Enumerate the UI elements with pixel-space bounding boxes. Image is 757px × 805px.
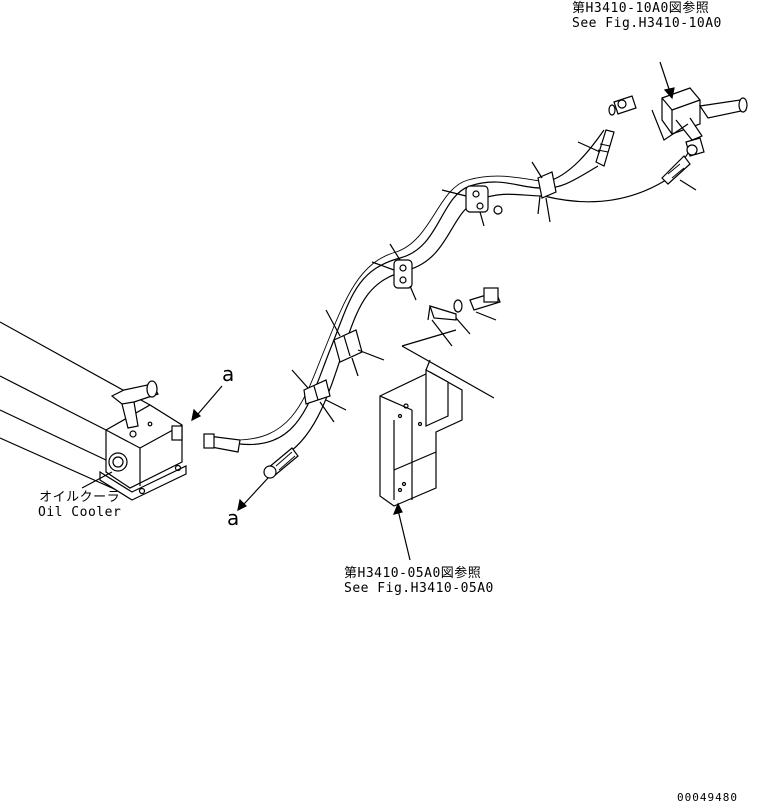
clamp-4 xyxy=(441,185,503,227)
leader-to-plate xyxy=(401,329,457,347)
support-bracket xyxy=(379,359,463,507)
reference-top-en: See Fig.H3410-10A0 xyxy=(572,16,722,31)
hose-fitting-upper xyxy=(203,433,241,453)
bracket-bolt-assembly xyxy=(427,287,501,347)
connection-mark-lower: a xyxy=(227,506,240,530)
hydraulic-lines xyxy=(235,129,691,459)
drawing-code: 00049480 xyxy=(677,791,738,804)
hose-end-right-2 xyxy=(661,155,697,191)
reference-top: 第H3410-10A0図参照 See Fig.H3410-10A0 xyxy=(572,1,722,31)
arrow-a-lower xyxy=(237,477,269,512)
valve-block xyxy=(651,87,748,141)
arrow-top-ref xyxy=(659,61,675,100)
reference-bottom-jp: 第H3410-05A0図参照 xyxy=(344,566,482,581)
clamp-1 xyxy=(291,369,347,423)
elbow-fittings xyxy=(608,95,705,157)
oil-cooler-label: オイルクーラ Oil Cooler xyxy=(38,490,121,520)
connection-mark-upper: a xyxy=(222,362,235,386)
hose-end-right-1 xyxy=(577,129,615,167)
oil-cooler xyxy=(0,321,187,501)
oil-cooler-label-jp: オイルクーラ xyxy=(39,490,121,505)
oil-cooler-label-en: Oil Cooler xyxy=(38,505,122,520)
arrow-a-upper xyxy=(191,385,223,422)
clamp-3 xyxy=(371,243,417,301)
clamp-2 xyxy=(325,309,385,377)
leader-to-plate-2 xyxy=(401,345,495,399)
reference-bottom: 第H3410-05A0図参照 See Fig.H3410-05A0 xyxy=(344,566,494,596)
clamp-5 xyxy=(531,161,557,223)
arrow-bottom-ref xyxy=(393,502,411,561)
reference-bottom-en: See Fig.H3410-05A0 xyxy=(344,581,494,596)
arrow-oil-cooler xyxy=(81,471,113,489)
reference-top-jp: 第H3410-10A0図参照 xyxy=(572,1,710,16)
hose-fitting-lower xyxy=(263,447,299,479)
